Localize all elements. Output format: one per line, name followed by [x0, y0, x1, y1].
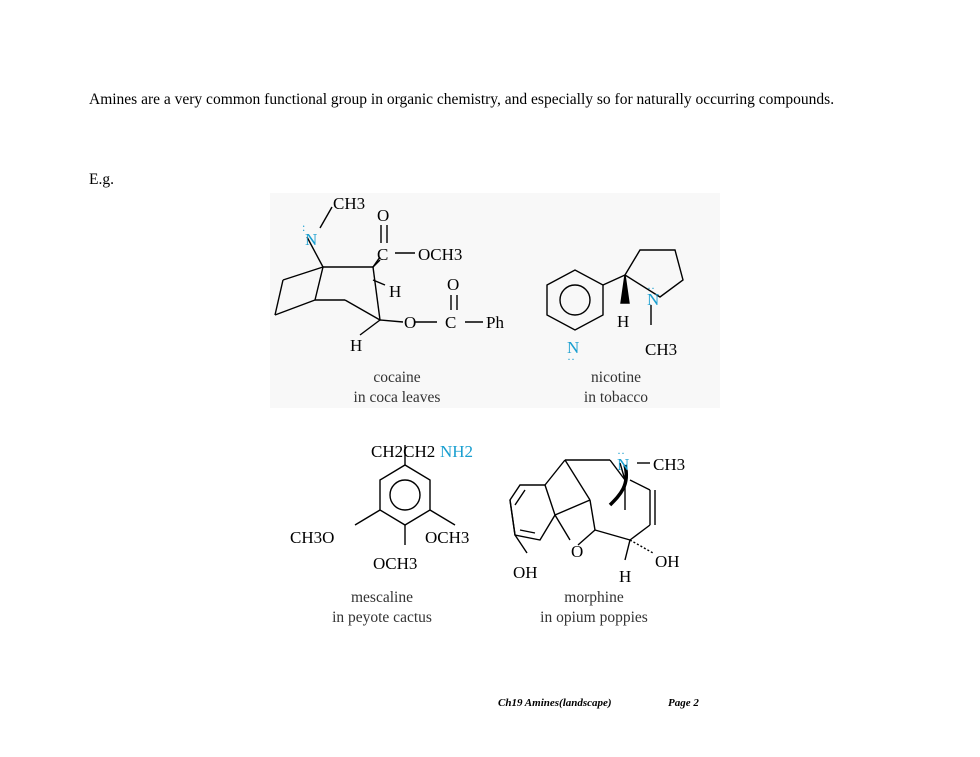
cocaine-nitrogen-label: N [305, 230, 317, 249]
morphine-name: morphine [564, 589, 624, 606]
morphine-lone-pair: ·· [617, 446, 625, 460]
nicotine-name: nicotine [591, 369, 641, 386]
example-label: E.g. [89, 171, 114, 188]
nicotine-pyrrolidine-n: N [647, 290, 659, 309]
cocaine-ph-label: Ph [486, 313, 504, 332]
natural-amines-figure: CH3 N : O C OCH3 H O O C Ph H N ·· [265, 185, 735, 635]
morphine-nitrogen-label: N [617, 455, 629, 474]
morphine-oh-left: OH [513, 563, 538, 582]
cocaine-caption: cocaine in coca leaves [297, 368, 497, 408]
nicotine-source: in tobacco [583, 389, 649, 406]
mescaline-och3-right: OCH3 [425, 528, 469, 547]
cocaine-name: cocaine [373, 369, 421, 386]
mescaline-name: mescaline [351, 589, 413, 606]
morphine-oh-right: OH [655, 552, 680, 571]
footer-chapter: Ch19 Amines(landscape) [498, 697, 612, 709]
nicotine-lone-pair-bottom: ·· [567, 352, 575, 366]
structures-svg: CH3 N : O C OCH3 H O O C Ph H N ·· [270, 193, 720, 586]
nicotine-structure: N ·· H CH3 N ·· [546, 249, 684, 366]
nicotine-pyridine-n: N [567, 338, 579, 357]
cocaine-benzoyl-o: O [447, 275, 459, 294]
nicotine-h-label: H [617, 312, 629, 331]
morphine-structure: N ·· CH3 O OH OH H [509, 446, 685, 586]
morphine-source: in opium poppies [540, 609, 648, 626]
cocaine-lone-pair: : [302, 220, 305, 234]
morphine-o-bridge: O [571, 542, 583, 561]
cocaine-h-bottom: H [350, 336, 362, 355]
cocaine-ester-c: C [377, 245, 388, 264]
cocaine-ester-o: O [404, 313, 416, 332]
cocaine-benzoyl-c: C [445, 313, 456, 332]
mescaline-nh2-label: NH2 [440, 442, 473, 461]
nicotine-ch3-label: CH3 [645, 340, 677, 359]
morphine-ch3-label: CH3 [653, 455, 685, 474]
intro-paragraph: Amines are a very common functional grou… [89, 91, 835, 108]
cocaine-och3-label: OCH3 [418, 245, 462, 264]
mescaline-side-chain: CH2CH2 [371, 442, 435, 461]
morphine-h-label: H [619, 567, 631, 586]
footer-page: Page 2 [668, 697, 699, 709]
cocaine-source: in coca leaves [353, 389, 441, 406]
nicotine-lone-pair-top: ·· [647, 281, 655, 295]
nicotine-caption: nicotine in tobacco [516, 368, 716, 408]
mescaline-source: in peyote cactus [332, 609, 432, 626]
cocaine-h-bridge: H [389, 282, 401, 301]
mescaline-och3-bottom: OCH3 [373, 554, 417, 573]
mescaline-caption: mescaline in peyote cactus [282, 588, 482, 628]
mescaline-ch3o-left: CH3O [290, 528, 334, 547]
cocaine-carbonyl-o: O [377, 206, 389, 225]
cocaine-structure: CH3 N : O C OCH3 H O O C Ph H [274, 194, 504, 355]
morphine-caption: morphine in opium poppies [494, 588, 694, 628]
mescaline-structure: CH2CH2 NH2 CH3O OCH3 OCH3 [290, 442, 473, 573]
cocaine-ch3-label: CH3 [333, 194, 365, 213]
